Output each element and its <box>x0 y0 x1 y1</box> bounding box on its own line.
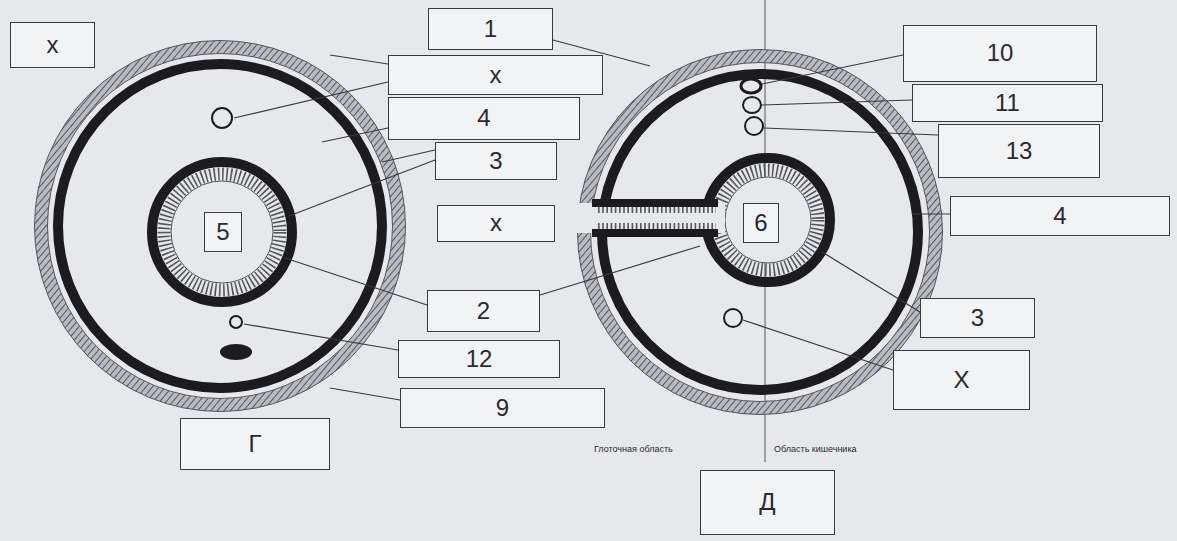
callout-number: 13 <box>1006 138 1033 164</box>
callout-number: 9 <box>496 395 509 421</box>
callout-number: 6 <box>754 210 767 236</box>
leader-lines <box>234 40 950 400</box>
label-box: х <box>388 55 603 95</box>
callout-number: 1 <box>484 16 497 42</box>
callout-number: х <box>47 32 59 58</box>
callout-number: 5 <box>216 219 229 245</box>
section-d <box>575 0 943 462</box>
callout-number: 11 <box>995 90 1020 116</box>
label-box: 11 <box>912 84 1103 122</box>
label-box: 9 <box>400 388 605 428</box>
label-box: 4 <box>388 97 580 140</box>
label-box: 10 <box>903 25 1097 82</box>
callout-number: 3 <box>489 148 502 174</box>
label-box: 6 <box>743 203 779 243</box>
callout-number: Х <box>953 367 969 393</box>
label-box: 5 <box>204 212 242 252</box>
label-box: Г <box>180 418 330 470</box>
callout-number: 4 <box>477 105 490 131</box>
callout-number: Д <box>759 489 775 515</box>
callout-number: Г <box>249 431 262 457</box>
label-box: х <box>10 22 95 68</box>
label-box: х <box>437 205 555 242</box>
label-box: 2 <box>427 290 540 332</box>
label-box: 13 <box>938 124 1100 178</box>
label-box: 4 <box>950 196 1170 236</box>
section-g <box>35 41 406 412</box>
callout-number: 4 <box>1053 203 1066 229</box>
label-box: Х <box>893 350 1030 410</box>
region-label: Глоточная область <box>592 444 675 454</box>
label-box: 1 <box>428 8 553 50</box>
callout-number: 3 <box>971 305 984 331</box>
region-label: Область кишечника <box>772 444 859 454</box>
callout-number: х <box>490 62 502 88</box>
label-box: 3 <box>435 142 557 180</box>
callout-number: х <box>490 210 502 236</box>
label-box: 12 <box>398 340 560 378</box>
label-box: Д <box>700 470 835 535</box>
label-box: 3 <box>920 298 1035 338</box>
callout-number: 10 <box>987 40 1014 66</box>
callout-number: 2 <box>477 298 490 324</box>
callout-number: 12 <box>466 346 493 372</box>
